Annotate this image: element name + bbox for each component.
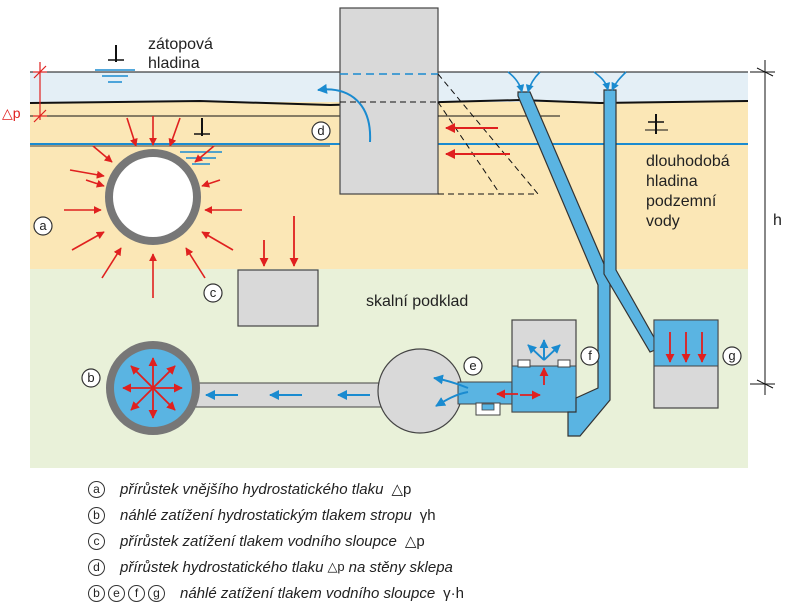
marker-f: f [580, 346, 600, 366]
legend-marker: a [88, 480, 105, 498]
legend-symbol: △p [404, 533, 425, 550]
svg-text:d: d [317, 123, 324, 138]
legend-text: přírůstek zatížení tlakem vodního sloupc… [120, 532, 397, 550]
svg-text:a: a [39, 218, 47, 233]
chamber-e [377, 348, 463, 434]
legend-row-c: c přírůstek zatížení tlakem vodního slou… [88, 528, 788, 554]
groundwater-label-3: podzemní [646, 193, 717, 210]
legend-symbol: △p [327, 559, 345, 574]
legend-symbol: γh [419, 506, 436, 524]
legend-marker: g [148, 584, 165, 602]
legend-row-a: a přírůstek vnějšího hydrostatického tla… [88, 476, 788, 502]
legend-marker: c [88, 532, 105, 550]
marker-c: c [203, 283, 223, 303]
groundwater-label-2: hladina [646, 173, 698, 190]
marker-e: e [463, 356, 483, 376]
marker-a: a [33, 216, 53, 236]
h-dimension [750, 60, 775, 395]
legend-symbol: γ·h [443, 584, 465, 602]
flood-level-label-1: zátopová [148, 36, 213, 53]
valve-gate-left [517, 359, 531, 368]
flood-level-symbol [95, 45, 135, 83]
dp-dimension [33, 62, 47, 123]
legend-text: přírůstek vnějšího hydrostatického tlaku [120, 480, 384, 498]
svg-text:c: c [210, 285, 217, 300]
groundwater-label-4: vody [646, 213, 680, 230]
inlet-arrows-right [593, 71, 627, 91]
legend-text: náhlé zatížení tlakem vodního sloupce [180, 584, 436, 602]
marker-g: g [722, 346, 742, 366]
reservoir-pressure-arrows [122, 357, 183, 419]
h-label: h [773, 212, 782, 229]
diagram: zátopová hladina dlouhodobá hladina podz… [2, 7, 782, 468]
legend-text: přírůstek hydrostatického tlaku [120, 558, 324, 576]
groundwater-symbol [180, 118, 222, 165]
marker-b: b [81, 368, 101, 388]
groundwater-label-1: dlouhodobá [646, 153, 730, 170]
valve-gate-right [557, 359, 571, 368]
foundation-block [237, 269, 319, 327]
chamber-inflow-arrow-1 [433, 374, 469, 389]
legend-marker: f [128, 584, 145, 602]
legend-marker: e [108, 584, 125, 602]
dp-label: △p [2, 105, 21, 121]
legend-marker: b [88, 584, 105, 602]
legend-marker: d [88, 558, 105, 576]
legend-row-d: d přírůstek hydrostatického tlaku △p na … [88, 554, 788, 580]
spray-left [527, 344, 545, 361]
marker-d: d [311, 121, 331, 141]
svg-text:g: g [728, 348, 735, 363]
svg-text:e: e [469, 358, 476, 373]
tunnel-ring [105, 149, 201, 245]
spray-right [543, 344, 561, 361]
legend-row-befg: b e f g náhlé zatížení tlakem vodního sl… [88, 580, 788, 606]
flood-level-label-2: hladina [148, 55, 200, 72]
chamber-inlet-base-inner [481, 403, 495, 411]
tunnel-pressure-arrows [64, 116, 242, 298]
legend: a přírůstek vnějšího hydrostatického tla… [88, 476, 788, 606]
legend-marker: b [88, 506, 105, 524]
legend-text-after: na stěny sklepa [348, 558, 453, 576]
svg-text:b: b [87, 370, 94, 385]
groundwater-symbol-right [645, 114, 668, 134]
legend-text: náhlé zatížení hydrostatickým tlakem str… [120, 506, 412, 524]
legend-row-b: b náhlé zatížení hydrostatickým tlakem s… [88, 502, 788, 528]
inlet-arrows-left [507, 71, 541, 93]
bedrock-label: skalní podklad [366, 293, 468, 310]
legend-symbol: △p [391, 481, 412, 498]
chamber-inflow-arrow-2 [435, 391, 469, 407]
basement-wall [339, 7, 439, 195]
svg-text:f: f [588, 348, 592, 363]
basement-flow-arrow [317, 83, 372, 143]
